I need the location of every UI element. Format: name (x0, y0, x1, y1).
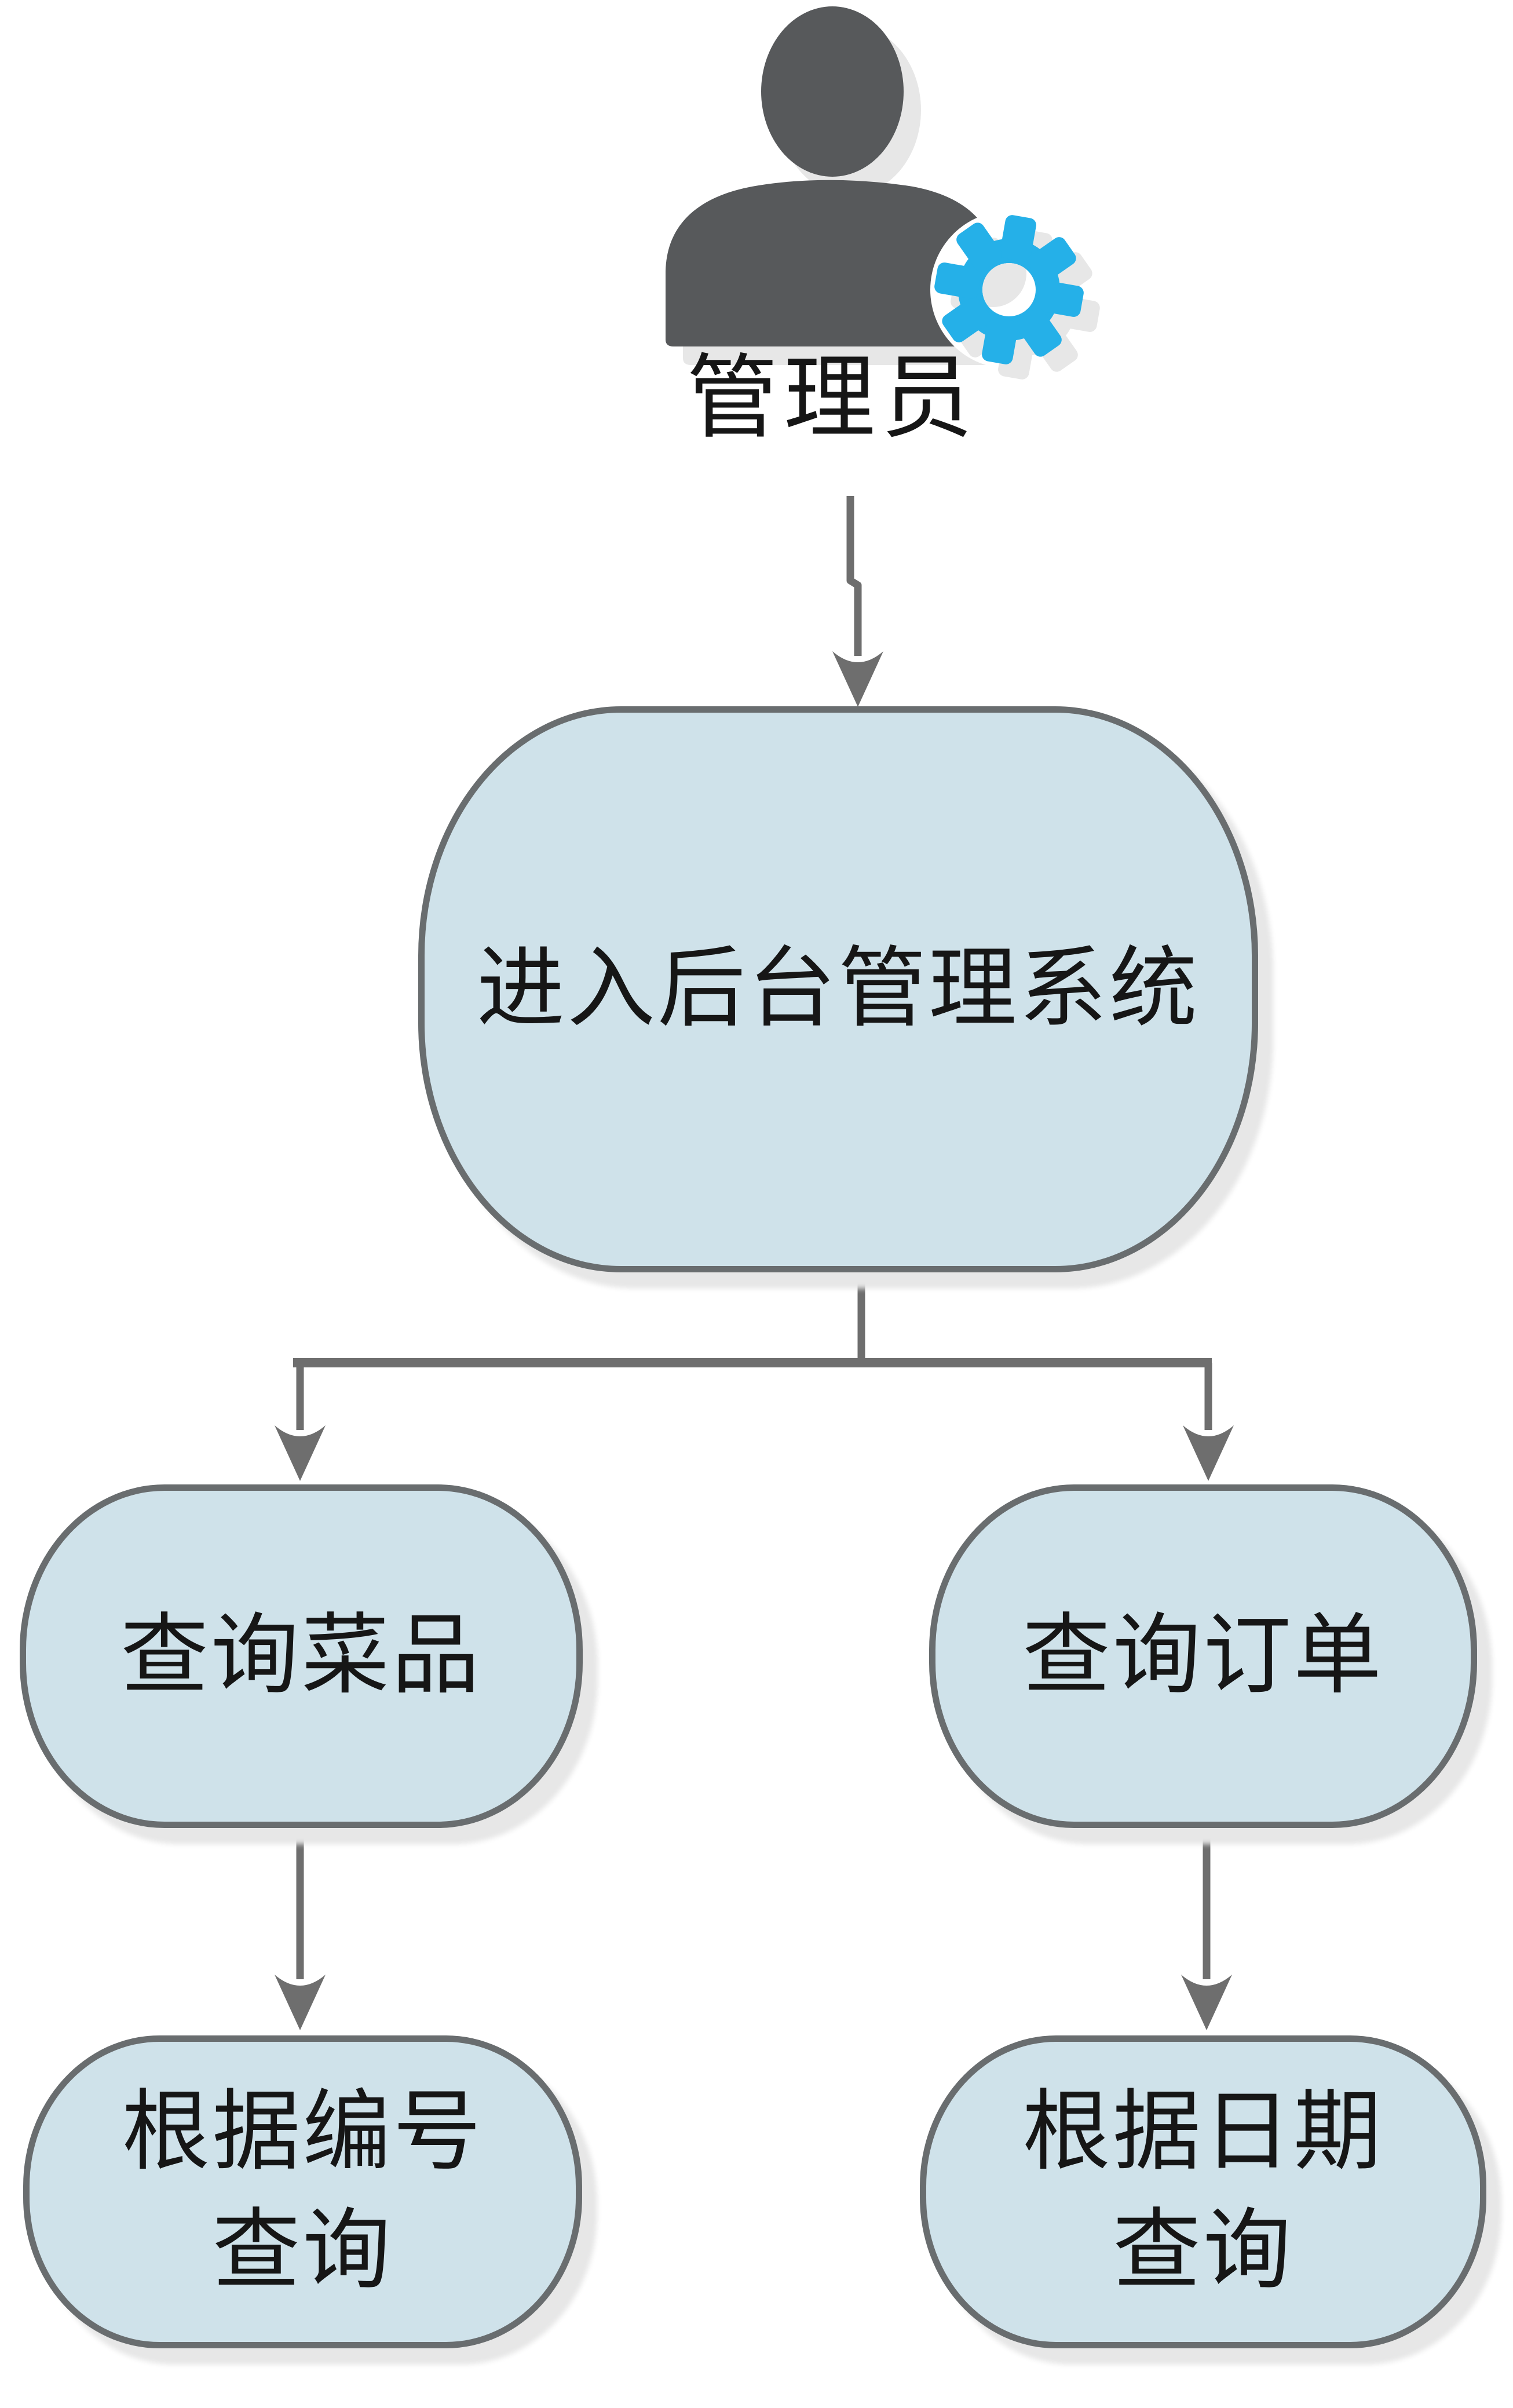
arrowhead-down-icon (1183, 1425, 1234, 1481)
node-label: 根据编号 查询 (122, 2083, 484, 2300)
arrowhead-down-icon (275, 1425, 326, 1481)
arrow-orders-to-bydate (1181, 1828, 1232, 2030)
node-query-by-date: 根据日期 查询 (920, 2035, 1486, 2348)
node-label: 查询订单 (1022, 1607, 1384, 1705)
admin-user-gear-icon (666, 6, 1101, 381)
node-label: 进入后台管理系统 (477, 940, 1200, 1038)
actor-label: 管理员 (686, 348, 978, 450)
connector-split (293, 1272, 1212, 1367)
gear-hole (982, 263, 1036, 316)
arrow-root-to-dishes (275, 1363, 326, 1481)
arrowhead-down-icon (275, 1975, 326, 2030)
node-query-by-number: 根据编号 查询 (23, 2035, 582, 2348)
arrow-shaft (846, 496, 862, 656)
arrowhead-down-icon (832, 651, 883, 707)
arrow-root-to-orders (1183, 1363, 1234, 1481)
arrow-dishes-to-bynumber (275, 1828, 326, 2030)
node-query-orders: 查询订单 (929, 1484, 1477, 1828)
node-label: 查询菜品 (120, 1607, 482, 1705)
node-enter-admin-system: 进入后台管理系统 (418, 706, 1258, 1272)
arrow-actor-to-root (832, 496, 883, 707)
node-query-dishes: 查询菜品 (20, 1484, 583, 1828)
arrowhead-down-icon (1181, 1975, 1232, 2030)
node-label: 根据日期 查询 (1022, 2083, 1384, 2300)
